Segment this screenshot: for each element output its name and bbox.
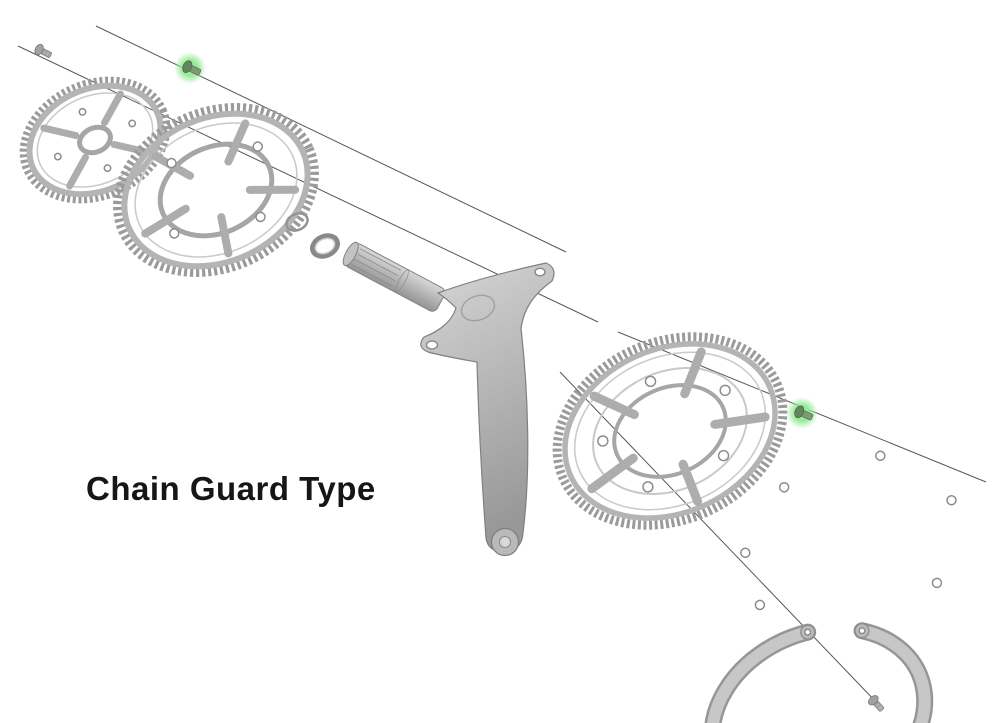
large-chainring-rim — [562, 341, 778, 521]
bolt-head — [182, 60, 193, 73]
chain-guard-ring — [703, 450, 957, 723]
chain-guard-mount-holes — [740, 450, 957, 611]
o-ring-spacer — [285, 212, 309, 232]
highlighted-chainring-bolt-left — [174, 52, 206, 84]
bolt-head — [34, 43, 44, 56]
chain-guard-fixing-bolt-bottom — [868, 695, 885, 712]
chain-guard-gap-tabs — [800, 623, 870, 640]
highlighted-chainring-bolt-right — [786, 397, 818, 429]
axis-line-right-main — [559, 371, 879, 705]
crank-arm-hole-left — [425, 340, 439, 350]
small-chainring-arms — [40, 90, 150, 190]
small-chainring-bolt-holes — [53, 107, 137, 173]
spindle-body — [344, 243, 446, 312]
crank-arm-hole-right — [534, 267, 546, 277]
bolt-head — [868, 695, 879, 706]
large-chainring-teeth — [552, 332, 788, 530]
small-chainring-hub — [77, 124, 113, 156]
diagram-title: Chain Guard Type — [86, 470, 376, 507]
middle-chainring — [113, 103, 319, 277]
large-chainring-inner-ring — [612, 383, 728, 479]
large-chainring-bolt-holes — [597, 375, 731, 493]
middle-chainring-bolt-holes — [166, 141, 266, 239]
crank-hub-ring — [460, 294, 496, 322]
bolt-head — [794, 405, 805, 419]
spindle-end-cap — [342, 241, 359, 267]
crank-spindle — [342, 241, 446, 312]
crank-arm — [420, 262, 555, 557]
large-chainring — [552, 332, 788, 530]
crank-fixing-bolt-top-left — [34, 43, 52, 58]
spacer-washer — [310, 233, 340, 259]
middle-chainring-teeth — [113, 103, 319, 277]
axis-line-left-bolt — [95, 25, 567, 253]
spindle-splines — [351, 248, 409, 293]
pedal-hole — [499, 536, 511, 548]
chain-guard-band — [706, 624, 931, 723]
small-chainring-rim — [26, 82, 164, 198]
middle-chainring-rim — [121, 110, 311, 270]
middle-chainring-inner-ring — [157, 141, 275, 239]
crank-arm-body — [420, 262, 555, 553]
large-chainring-arms — [587, 347, 770, 506]
